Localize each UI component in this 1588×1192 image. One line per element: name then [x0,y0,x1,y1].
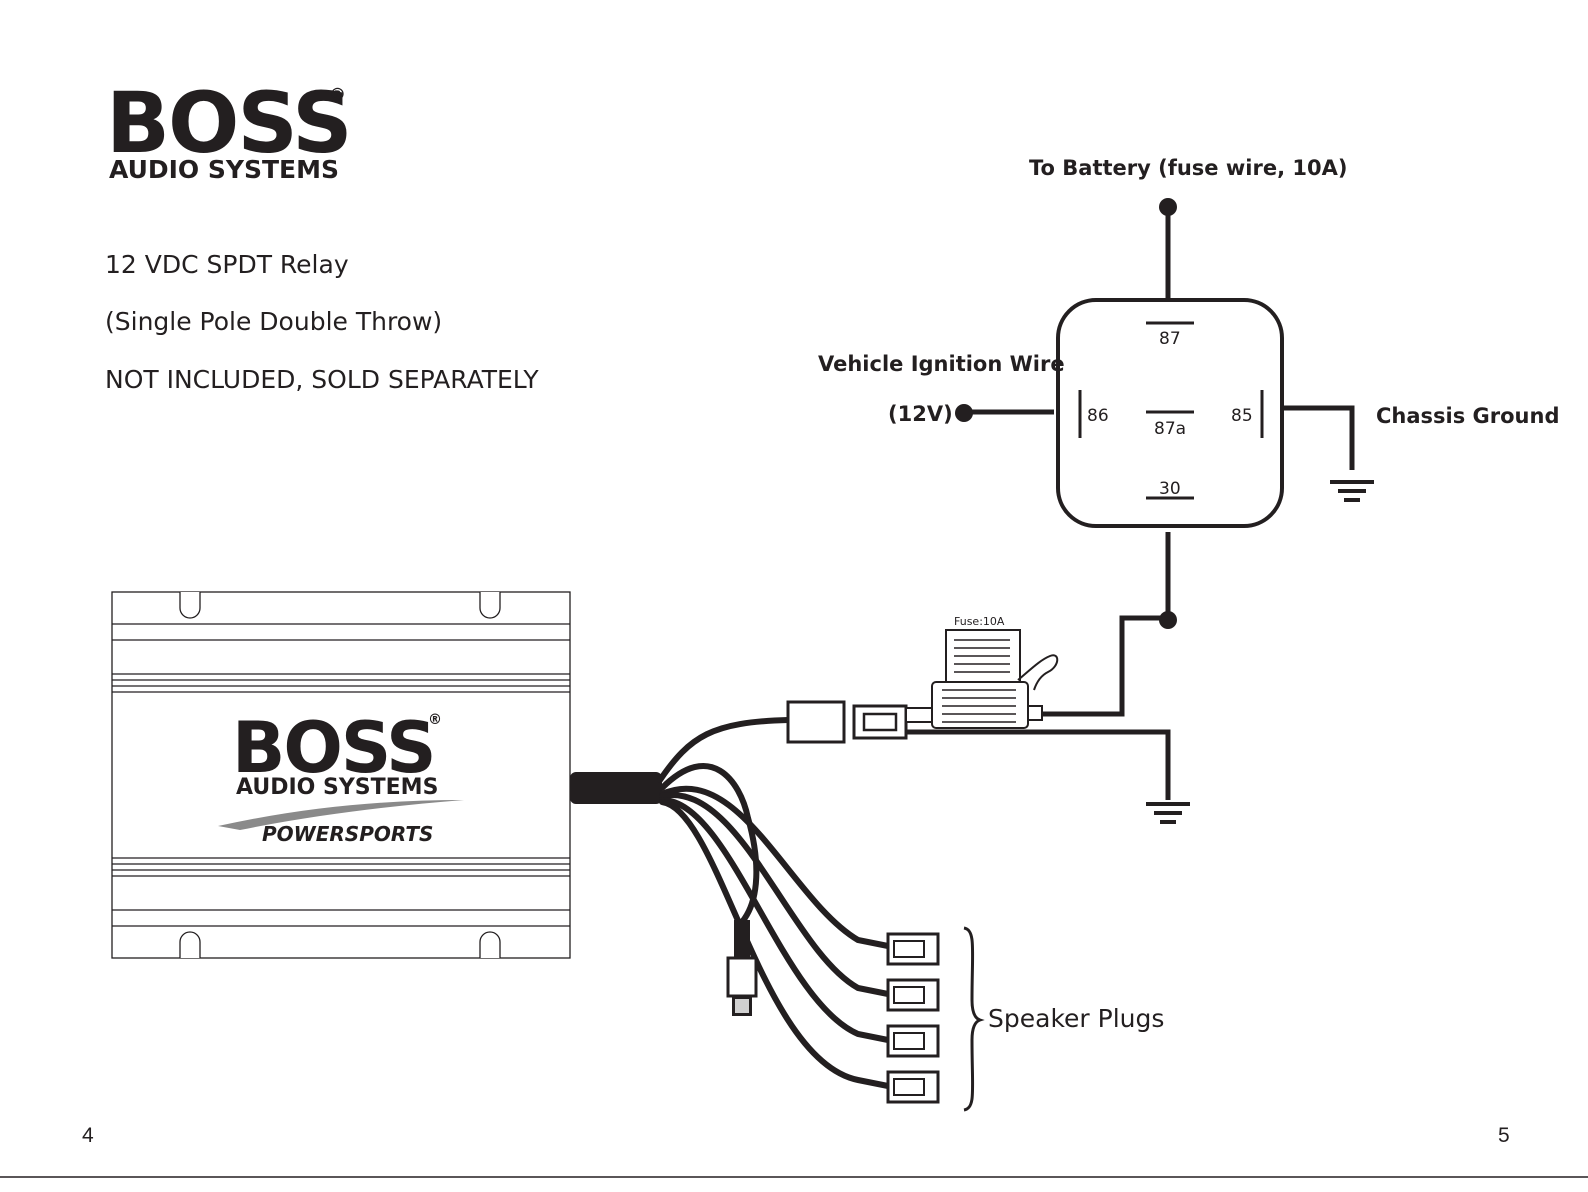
chassis-ground-label: Chassis Ground [1376,404,1560,428]
relay-description-text: (Single Pole Double Throw) [105,307,442,336]
junction-dot [1159,611,1177,629]
harness-wires [660,720,888,1086]
not-included-text: NOT INCLUDED, SOLD SEPARATELY [105,365,539,394]
speaker-brace [964,928,980,1110]
pin-87a-label: 87a [1154,419,1186,439]
battery-terminal-dot [1159,198,1177,216]
battery-label: To Battery (fuse wire, 10A) [1029,156,1347,180]
relay-type-text: 12 VDC SPDT Relay [105,250,349,279]
logo-tagline: AUDIO SYSTEMS [109,155,339,184]
ignition-voltage-label: (12V) [888,402,953,426]
pin-86-label: 86 [1087,406,1109,426]
remote-plug [728,920,756,1016]
amp-powersports-text: POWERSPORTS [262,822,433,846]
pin-87-label: 87 [1159,329,1181,349]
relay: 87 86 87a 85 30 [1058,300,1282,526]
amp-logo-tagline: AUDIO SYSTEMS [236,775,438,800]
speaker-plugs [888,934,938,1102]
ignition-label: Vehicle Ignition Wire [818,352,1065,376]
ground-symbol-amplifier [1146,804,1190,822]
fuse-label: Fuse:10A [954,615,1005,628]
page-number-left: 4 [82,1124,94,1147]
power-connector [788,702,906,742]
registered-mark: ® [329,85,346,105]
pin-85-label: 85 [1231,406,1253,426]
ignition-terminal-dot [955,404,973,422]
amplifier-logo: BOSS ® AUDIO SYSTEMS POWERSPORTS [0,707,464,846]
amp-registered-mark: ® [428,712,442,728]
fuse-holder: Fuse:10A [906,615,1057,728]
ground-symbol-chassis [1330,482,1374,500]
speaker-plugs-label: Speaker Plugs [988,1004,1164,1033]
pin-30-label: 30 [1159,479,1181,499]
page-number-right: 5 [1498,1124,1510,1147]
boss-logo: BOSS ® AUDIO SYSTEMS [106,74,351,184]
harness-connector [570,772,662,804]
